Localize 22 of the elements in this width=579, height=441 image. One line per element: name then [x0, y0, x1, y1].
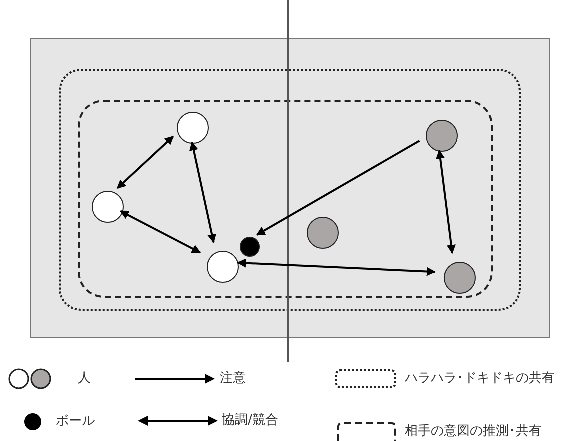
double-arrow — [120, 210, 202, 254]
legend-label: 相手の意図の推測･共有 — [405, 424, 542, 440]
legend-label: ハラハラ･ドキドキの共有 — [405, 371, 555, 387]
dashed-frame — [78, 100, 493, 298]
ball-circle — [240, 237, 260, 257]
person-circle — [307, 217, 339, 249]
person-circle — [444, 262, 476, 294]
double-arrow — [237, 258, 436, 276]
legend-label: 注意 — [220, 371, 246, 387]
field-area — [30, 38, 550, 338]
double-arrow — [436, 150, 456, 254]
person-circle — [177, 112, 209, 144]
double-arrow — [190, 142, 216, 244]
dotted-frame — [59, 69, 521, 311]
person-circle — [426, 120, 458, 152]
person-circle — [207, 251, 239, 283]
person-circle — [92, 191, 124, 223]
double-arrow — [116, 136, 174, 190]
legend-label: ボール — [56, 414, 95, 430]
arrow — [256, 140, 420, 236]
legend-label: 協調/競合 — [222, 413, 278, 429]
legend-label: 人 — [78, 371, 91, 387]
